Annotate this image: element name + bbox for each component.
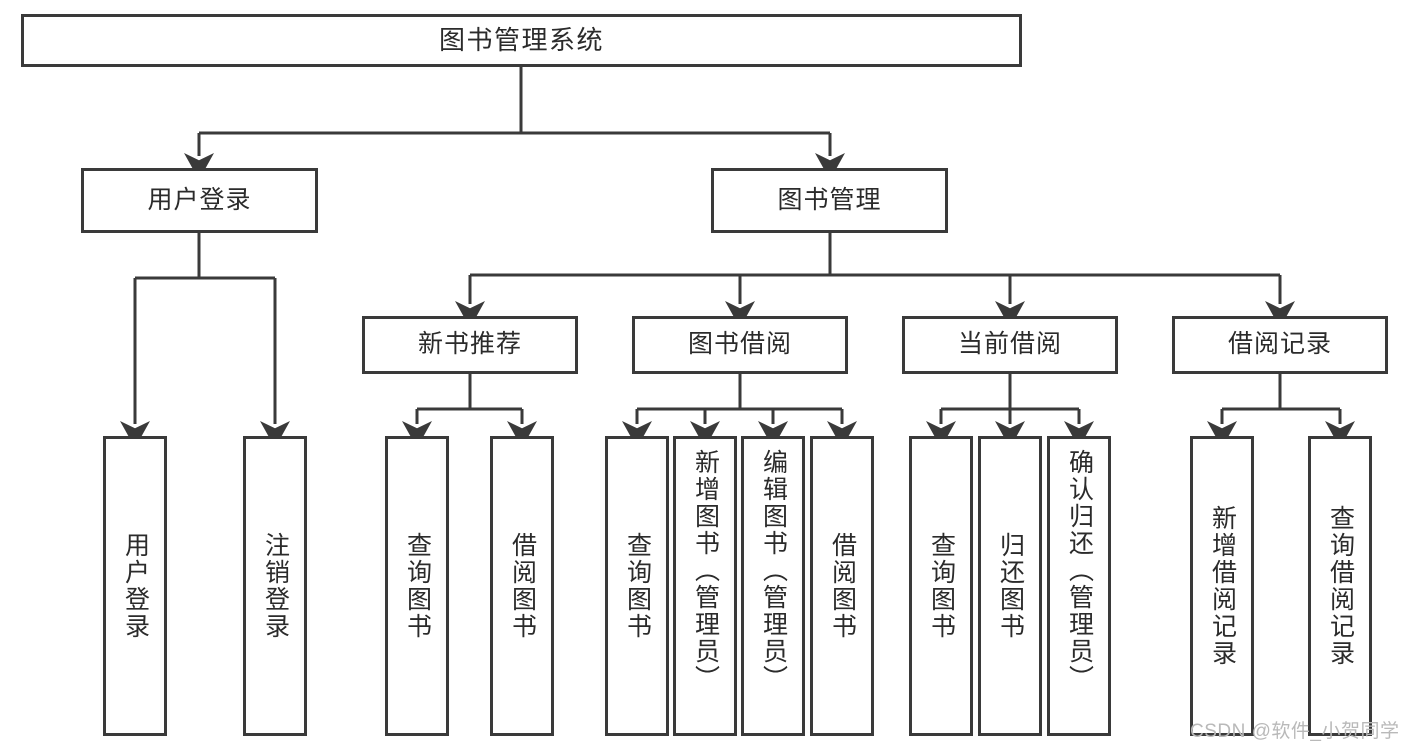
node-label: 新增借阅记录 (1208, 505, 1237, 667)
node-label: 新增图书（管理员） (691, 449, 720, 692)
node-label: 用户登录 (121, 532, 150, 640)
leaf-query-book-recommend[interactable]: 查询图书 (385, 436, 449, 736)
leaf-confirm-return[interactable]: 确认归还（管理员） (1047, 436, 1111, 736)
node-label: 查询图书 (403, 532, 432, 640)
leaf-logout-login[interactable]: 注销登录 (243, 436, 307, 736)
node-label: 借阅图书 (508, 532, 537, 640)
leaf-query-book-borrow[interactable]: 查询图书 (605, 436, 669, 736)
csdn-watermark: CSDN @软件_小贺同学 (1190, 721, 1400, 742)
node-label: 新书推荐 (417, 330, 522, 359)
leaf-add-book[interactable]: 新增图书（管理员） (673, 436, 737, 736)
node-book-borrow[interactable]: 图书借阅 (632, 316, 848, 374)
node-label: 归还图书 (996, 532, 1025, 640)
node-current-borrow[interactable]: 当前借阅 (902, 316, 1118, 374)
node-label: 注销登录 (261, 532, 290, 640)
node-root-book-management-system[interactable]: 图书管理系统 (21, 14, 1022, 67)
node-label: 图书管理 (777, 185, 882, 214)
leaf-borrow-book-recommend[interactable]: 借阅图书 (490, 436, 554, 736)
leaf-return-book[interactable]: 归还图书 (978, 436, 1042, 736)
leaf-add-borrow-record[interactable]: 新增借阅记录 (1190, 436, 1254, 736)
node-label: 当前借阅 (957, 330, 1062, 359)
node-label: 借阅图书 (828, 532, 857, 640)
node-borrow-record[interactable]: 借阅记录 (1172, 316, 1388, 374)
node-label: 借阅记录 (1227, 330, 1332, 359)
node-label: 编辑图书（管理员） (759, 449, 788, 692)
leaf-query-book-current[interactable]: 查询图书 (909, 436, 973, 736)
leaf-query-borrow-record[interactable]: 查询借阅记录 (1308, 436, 1372, 736)
node-label: 查询图书 (927, 532, 956, 640)
node-label: 确认归还（管理员） (1065, 449, 1094, 692)
leaf-borrow-book[interactable]: 借阅图书 (810, 436, 874, 736)
node-label: 图书借阅 (687, 330, 792, 359)
leaf-user-login[interactable]: 用户登录 (103, 436, 167, 736)
node-book-management[interactable]: 图书管理 (711, 168, 948, 233)
node-user-login[interactable]: 用户登录 (81, 168, 318, 233)
leaf-edit-book[interactable]: 编辑图书（管理员） (741, 436, 805, 736)
node-new-book-recommend[interactable]: 新书推荐 (362, 316, 578, 374)
node-label: 查询借阅记录 (1326, 505, 1355, 667)
node-label: 查询图书 (623, 532, 652, 640)
node-label: 用户登录 (147, 185, 252, 214)
node-label: 图书管理系统 (438, 25, 604, 56)
